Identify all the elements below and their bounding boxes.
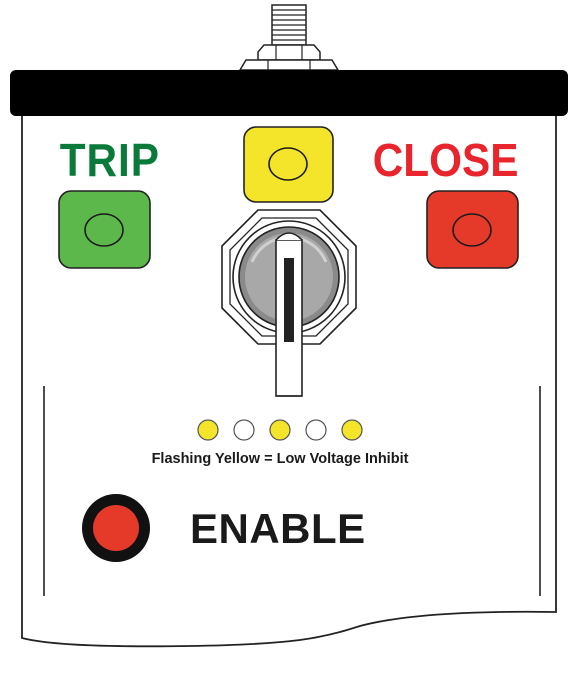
selector-switch-icon bbox=[221, 209, 357, 397]
close-label: CLOSE bbox=[372, 134, 519, 186]
indicator-led-4 bbox=[305, 419, 327, 441]
antenna-connector-icon bbox=[238, 4, 340, 71]
indicator-led-2 bbox=[233, 419, 255, 441]
selector-switch[interactable] bbox=[222, 210, 356, 396]
indicator-led-5 bbox=[341, 419, 363, 441]
trip-button-shape bbox=[58, 190, 151, 269]
enable-label: ENABLE bbox=[190, 505, 366, 552]
status-yellow-button-shape bbox=[243, 126, 334, 203]
indicator-led-1 bbox=[197, 419, 219, 441]
trip-label: TRIP bbox=[59, 134, 160, 186]
status-button[interactable] bbox=[244, 127, 333, 202]
close-button[interactable] bbox=[427, 191, 518, 268]
indicator-led-3 bbox=[269, 419, 291, 441]
close-button-shape bbox=[426, 190, 519, 269]
enable-button[interactable] bbox=[82, 494, 150, 562]
top-cap bbox=[10, 70, 568, 116]
enable-button-shape bbox=[82, 494, 150, 562]
low-voltage-caption: Flashing Yellow = Low Voltage Inhibit bbox=[151, 451, 409, 467]
trip-button[interactable] bbox=[59, 191, 150, 268]
indicator-led-group bbox=[197, 419, 363, 441]
